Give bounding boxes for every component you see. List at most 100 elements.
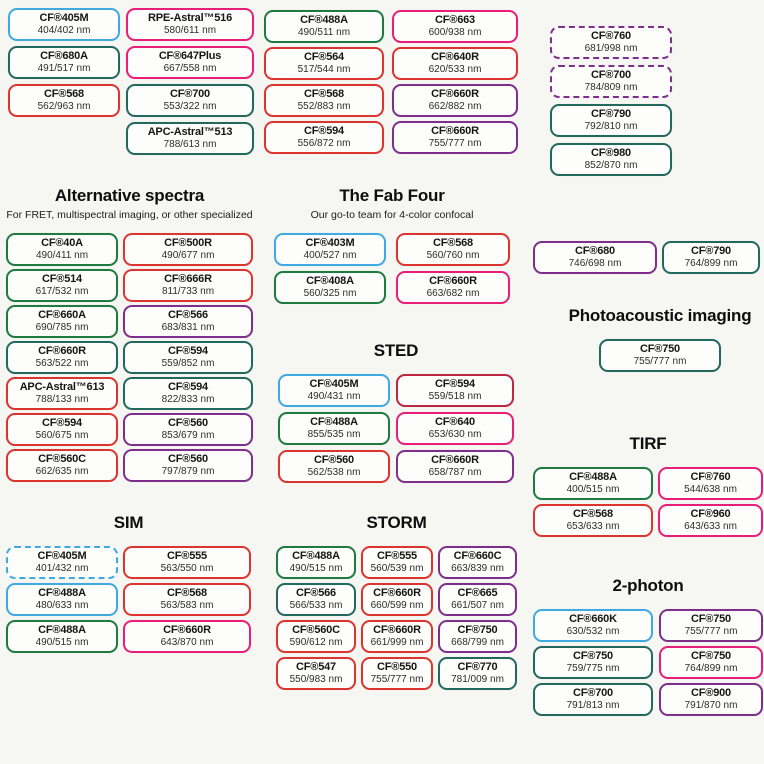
dye-name: CF®760 [591,30,631,42]
dye-wavelengths: 563/550 nm [160,563,214,574]
dye-wavelengths: 683/831 nm [161,322,215,333]
dye-wavelengths: 400/515 nm [566,484,620,495]
dye-name: APC-Astral™613 [19,381,105,393]
dye-wavelengths: 811/733 nm [161,286,215,297]
dye-name: CF®700 [170,88,210,100]
dye-wavelengths: 852/870 nm [584,160,638,171]
dye-name: CF®405M [39,12,89,24]
dye-wavelengths: 553/322 nm [163,101,217,112]
dye-wavelengths: 490/515 nm [35,637,89,648]
dye-name: CF®750 [691,613,731,625]
dye-name: CF®750 [640,343,680,355]
dye-wavelengths: 490/411 nm [35,250,89,261]
dye-wavelengths: 653/633 nm [566,521,620,532]
dye-name: CF®666R [164,273,212,285]
dye-name: CF®660R [431,454,479,466]
dye-name: CF®980 [591,147,631,159]
dye-wavelengths: 590/612 nm [289,637,343,648]
dye-wavelengths: 490/677 nm [161,250,215,261]
dye-name: CF®640 [435,416,475,428]
dye-name: CF®594 [435,378,475,390]
dye-name: CF®405M [309,378,359,390]
dye-name: CF®660R [373,587,421,599]
dye-wavelengths: 764/899 nm [684,663,738,674]
dye-wavelengths: 797/879 nm [161,466,215,477]
dye-name: CF®488A [38,624,86,636]
dye-name: CF®790 [691,245,731,257]
dye-name: CF®555 [377,550,417,562]
dye-wavelengths: 662/882 nm [428,101,482,112]
dye-name: CF®405M [37,550,87,562]
dye-wavelengths: 566/533 nm [289,600,343,611]
dye-name: CF®403M [305,237,355,249]
section-title: STORM [366,513,427,532]
dye-wavelengths: 544/638 nm [684,484,737,495]
section-title: 2-photon [612,576,684,595]
dye-name: CF®568 [167,587,207,599]
dye-wavelengths: 746/698 nm [568,258,622,269]
dye-name: CF®647Plus [158,50,222,62]
dye-wavelengths: 668/799 nm [451,637,504,648]
dye-wavelengths: 556/872 nm [297,138,351,149]
dye-wavelengths: 617/532 nm [35,286,89,297]
dye-name: CF®680 [575,245,615,257]
dye-name: CF®488A [569,471,617,483]
dye-name: CF®960 [690,508,731,520]
dye-name: CF®594 [42,417,82,429]
dye-wavelengths: 755/777 nm [428,138,482,149]
dye-wavelengths: 759/775 nm [566,663,620,674]
dye-name: CF®560 [168,453,208,465]
dye-name: CF®560 [314,454,354,466]
dye-name: CF®594 [168,345,208,357]
dye-name: CF®560C [38,453,86,465]
section-subtitle: For FRET, multispectral imaging, or othe… [6,209,253,221]
dye-name: CF®550 [377,661,417,673]
dye-wavelengths: 667/558 nm [163,63,217,74]
dye-name: CF®566 [168,309,208,321]
dye-name: CF®500R [164,237,212,249]
dye-name: CF®488A [300,14,348,26]
dye-wavelengths: 491/517 nm [37,63,91,74]
